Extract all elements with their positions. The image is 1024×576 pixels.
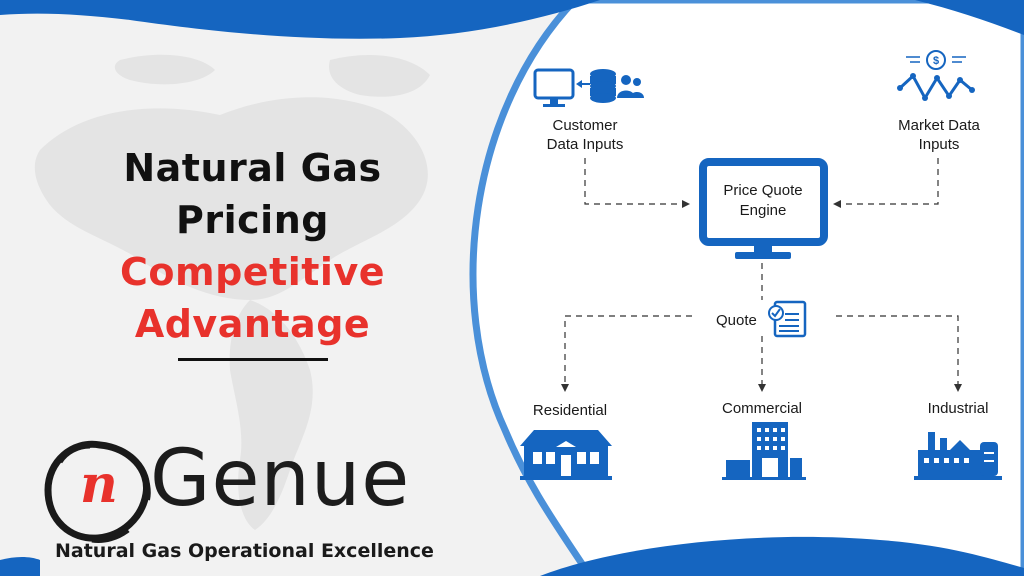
market-data-icon: $ bbox=[897, 50, 975, 102]
market-inputs-line1: Market Data bbox=[898, 117, 980, 134]
office-building-icon bbox=[722, 422, 806, 480]
monitor-icon bbox=[533, 68, 575, 107]
logo-wordmark: Genue bbox=[150, 434, 411, 524]
quote-label: Quote bbox=[716, 312, 757, 329]
quote-document-icon bbox=[768, 300, 807, 338]
factory-icon bbox=[914, 432, 1002, 480]
tagline: Natural Gas Operational Excellence bbox=[55, 540, 434, 562]
logo-letter: n bbox=[80, 454, 118, 515]
industrial-label: Industrial bbox=[927, 400, 989, 417]
bottom-left-swoosh bbox=[0, 557, 40, 576]
commercial-label: Commercial bbox=[721, 400, 802, 417]
ngenue-logo-icon bbox=[44, 440, 151, 543]
title-line-3: Competitive bbox=[120, 250, 385, 294]
title-line-1: Natural Gas bbox=[123, 146, 382, 190]
connector-arrowheads bbox=[561, 200, 962, 392]
top-left-swoosh bbox=[0, 0, 600, 39]
title-line-2: Pricing bbox=[176, 198, 329, 242]
svg-text:$: $ bbox=[933, 55, 939, 67]
connector-lines bbox=[564, 158, 959, 385]
market-inputs-line2: Inputs bbox=[918, 136, 960, 153]
customer-inputs-line2: Data Inputs bbox=[546, 136, 624, 153]
diagram-panel bbox=[469, 0, 1024, 576]
title-divider bbox=[178, 358, 328, 361]
residential-label: Residential bbox=[532, 402, 608, 419]
engine-monitor-icon bbox=[699, 158, 828, 259]
engine-line1: Price Quote bbox=[723, 182, 803, 199]
title-line-4: Advantage bbox=[134, 302, 371, 346]
engine-line2: Engine bbox=[739, 202, 787, 219]
users-icon bbox=[617, 75, 644, 98]
database-icon bbox=[590, 69, 616, 103]
customer-inputs-label: Customer Data Inputs bbox=[530, 116, 640, 154]
customer-inputs-line1: Customer bbox=[552, 117, 618, 134]
world-map-background bbox=[34, 54, 430, 530]
engine-label: Price Quote Engine bbox=[707, 181, 819, 221]
top-right-swoosh bbox=[915, 0, 1024, 35]
arrow-left-icon bbox=[576, 80, 590, 88]
market-inputs-label: Market Data Inputs bbox=[880, 116, 998, 154]
house-icon bbox=[520, 430, 612, 480]
bottom-swoosh bbox=[540, 536, 1024, 576]
